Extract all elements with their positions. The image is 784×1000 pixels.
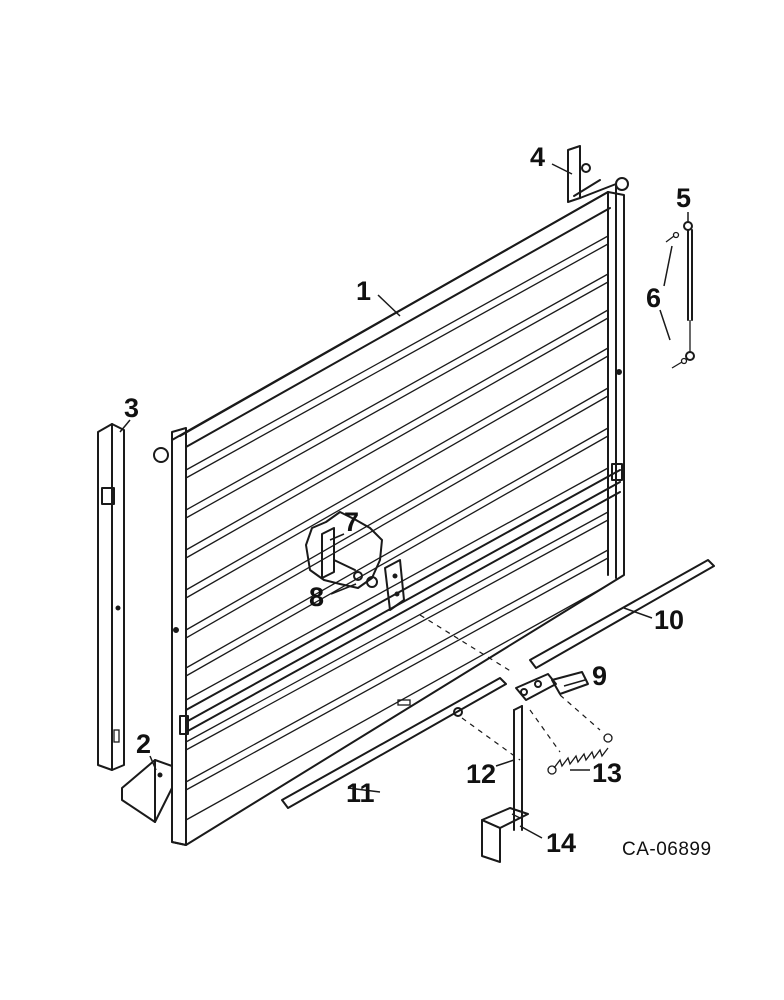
callout-7: 7 bbox=[344, 507, 359, 537]
callout-3: 3 bbox=[124, 393, 139, 423]
callout-12: 12 bbox=[466, 759, 496, 789]
hinge-bracket bbox=[567, 145, 617, 203]
callout-6: 6 bbox=[646, 283, 661, 313]
drawing-code: CA-06899 bbox=[622, 839, 712, 860]
main-panel bbox=[153, 177, 629, 846]
callout-5: 5 bbox=[676, 183, 691, 213]
callout-2: 2 bbox=[136, 729, 151, 759]
callout-10: 10 bbox=[654, 605, 684, 635]
bottom-bracket bbox=[121, 759, 173, 823]
callout-9: 9 bbox=[592, 661, 607, 691]
callout-13: 13 bbox=[592, 758, 622, 788]
callout-11: 11 bbox=[346, 778, 375, 808]
callout-14: 14 bbox=[546, 828, 576, 858]
lower-rod bbox=[281, 677, 507, 809]
left-post bbox=[97, 423, 125, 771]
spring bbox=[547, 733, 613, 775]
latch-rod bbox=[529, 559, 715, 669]
latch-handle bbox=[515, 671, 589, 701]
leader-lines bbox=[119, 163, 689, 839]
callout-8: 8 bbox=[309, 582, 324, 612]
pin-set bbox=[665, 231, 688, 369]
gas-strut bbox=[683, 221, 695, 361]
callout-4: 4 bbox=[530, 142, 545, 172]
foot-bracket bbox=[481, 807, 529, 863]
callout-1: 1 bbox=[356, 276, 371, 306]
cutaway-detail bbox=[305, 511, 383, 589]
alignment-lines bbox=[419, 614, 601, 761]
